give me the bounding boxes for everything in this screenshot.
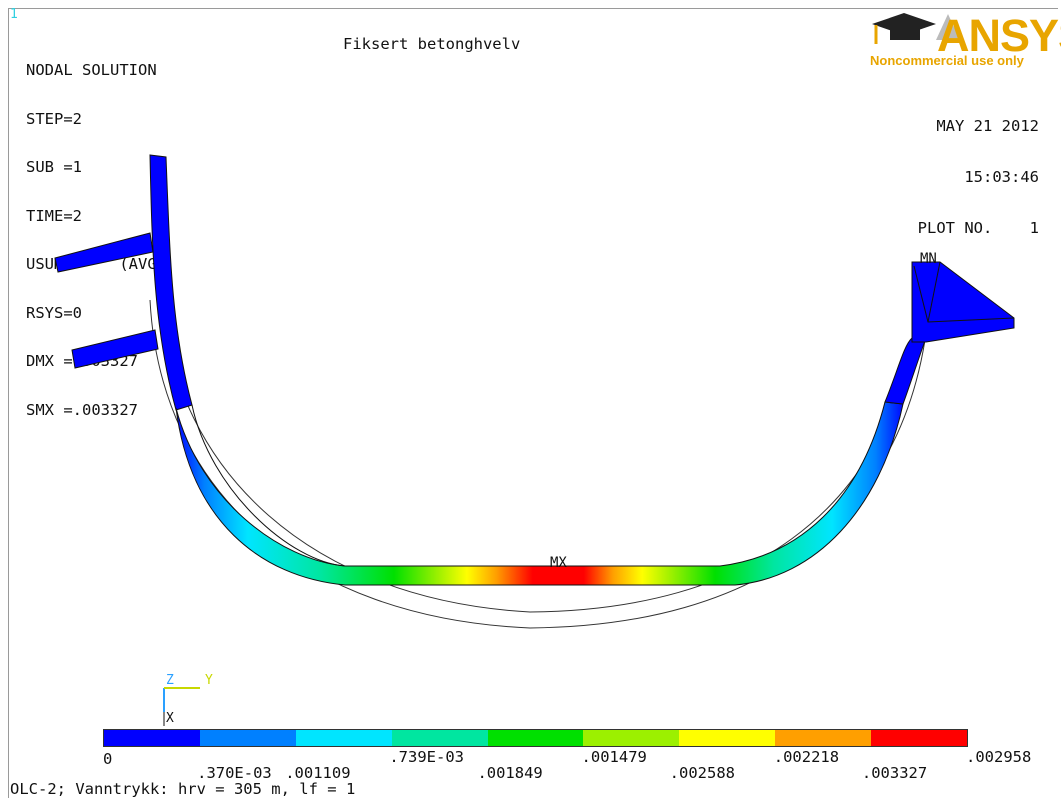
legend-label-high: .001479 [581, 748, 647, 766]
graphics-window-frame [8, 8, 1058, 798]
legend-band-8 [871, 730, 968, 746]
legend-band-2 [295, 730, 392, 746]
legend-band-0 [104, 730, 200, 746]
legend-label-low: .001109 [285, 764, 351, 782]
info-line: SMX =.003327 [26, 400, 138, 419]
vault-right-wall [884, 261, 1015, 405]
plot-time: 15:03:46 [964, 168, 1039, 186]
info-line: RSYS=0 [26, 303, 82, 322]
info-line: STEP=2 [26, 109, 82, 128]
legend-band-4 [487, 730, 584, 746]
legend-band-5 [583, 730, 680, 746]
vault-inner-edge [191, 404, 346, 567]
ansys-logo-text: ANSYS [937, 10, 1061, 61]
plot-title: Fiksert betonghvelv [343, 35, 521, 53]
load-case-footer: OLC-2; Vanntrykk: hrv = 305 m, lf = 1 [10, 780, 356, 798]
info-line: TIME=2 [26, 206, 82, 225]
plot-datetime: MAY 21 2012 15:03:46 PLOT NO. 1 [918, 85, 1039, 255]
license-note: Noncommercial use only [870, 53, 1024, 68]
legend-band-6 [679, 730, 776, 746]
contour-legend-bar [103, 729, 968, 747]
max-marker: MX [550, 555, 567, 571]
left-struts [54, 232, 159, 369]
min-marker: MN [920, 251, 937, 267]
legend-band-7 [775, 730, 872, 746]
legend-label-high: .002958 [966, 748, 1032, 766]
window-number: 1 [10, 7, 18, 22]
plot-date: MAY 21 2012 [936, 117, 1039, 135]
vault-contour-band [175, 401, 904, 586]
info-line: SUB =1 [26, 158, 82, 176]
plot-number: PLOT NO. 1 [917, 219, 1039, 237]
legend-label-high: .370E-03 [197, 764, 272, 782]
legend-label-low: 0 [103, 750, 113, 768]
axis-z-label: Z [166, 673, 174, 688]
ansys-logo [872, 13, 960, 44]
abutment-edge [913, 261, 1015, 323]
legend-band-3 [391, 730, 488, 746]
legend-label-low: .001849 [477, 764, 543, 782]
legend-label-low: .002588 [669, 764, 735, 782]
legend-label-high: .739E-03 [389, 748, 464, 766]
axis-y-label: Y [205, 673, 213, 688]
legend-label-low: .003327 [861, 764, 928, 782]
legend-label-high: .002218 [773, 748, 840, 766]
legend-band-1 [199, 730, 296, 746]
axis-x-label: X [166, 711, 174, 726]
info-line: NODAL SOLUTION [26, 61, 157, 79]
coordinate-triad: Z Y X [163, 673, 213, 726]
vault-left-wall [149, 154, 193, 411]
